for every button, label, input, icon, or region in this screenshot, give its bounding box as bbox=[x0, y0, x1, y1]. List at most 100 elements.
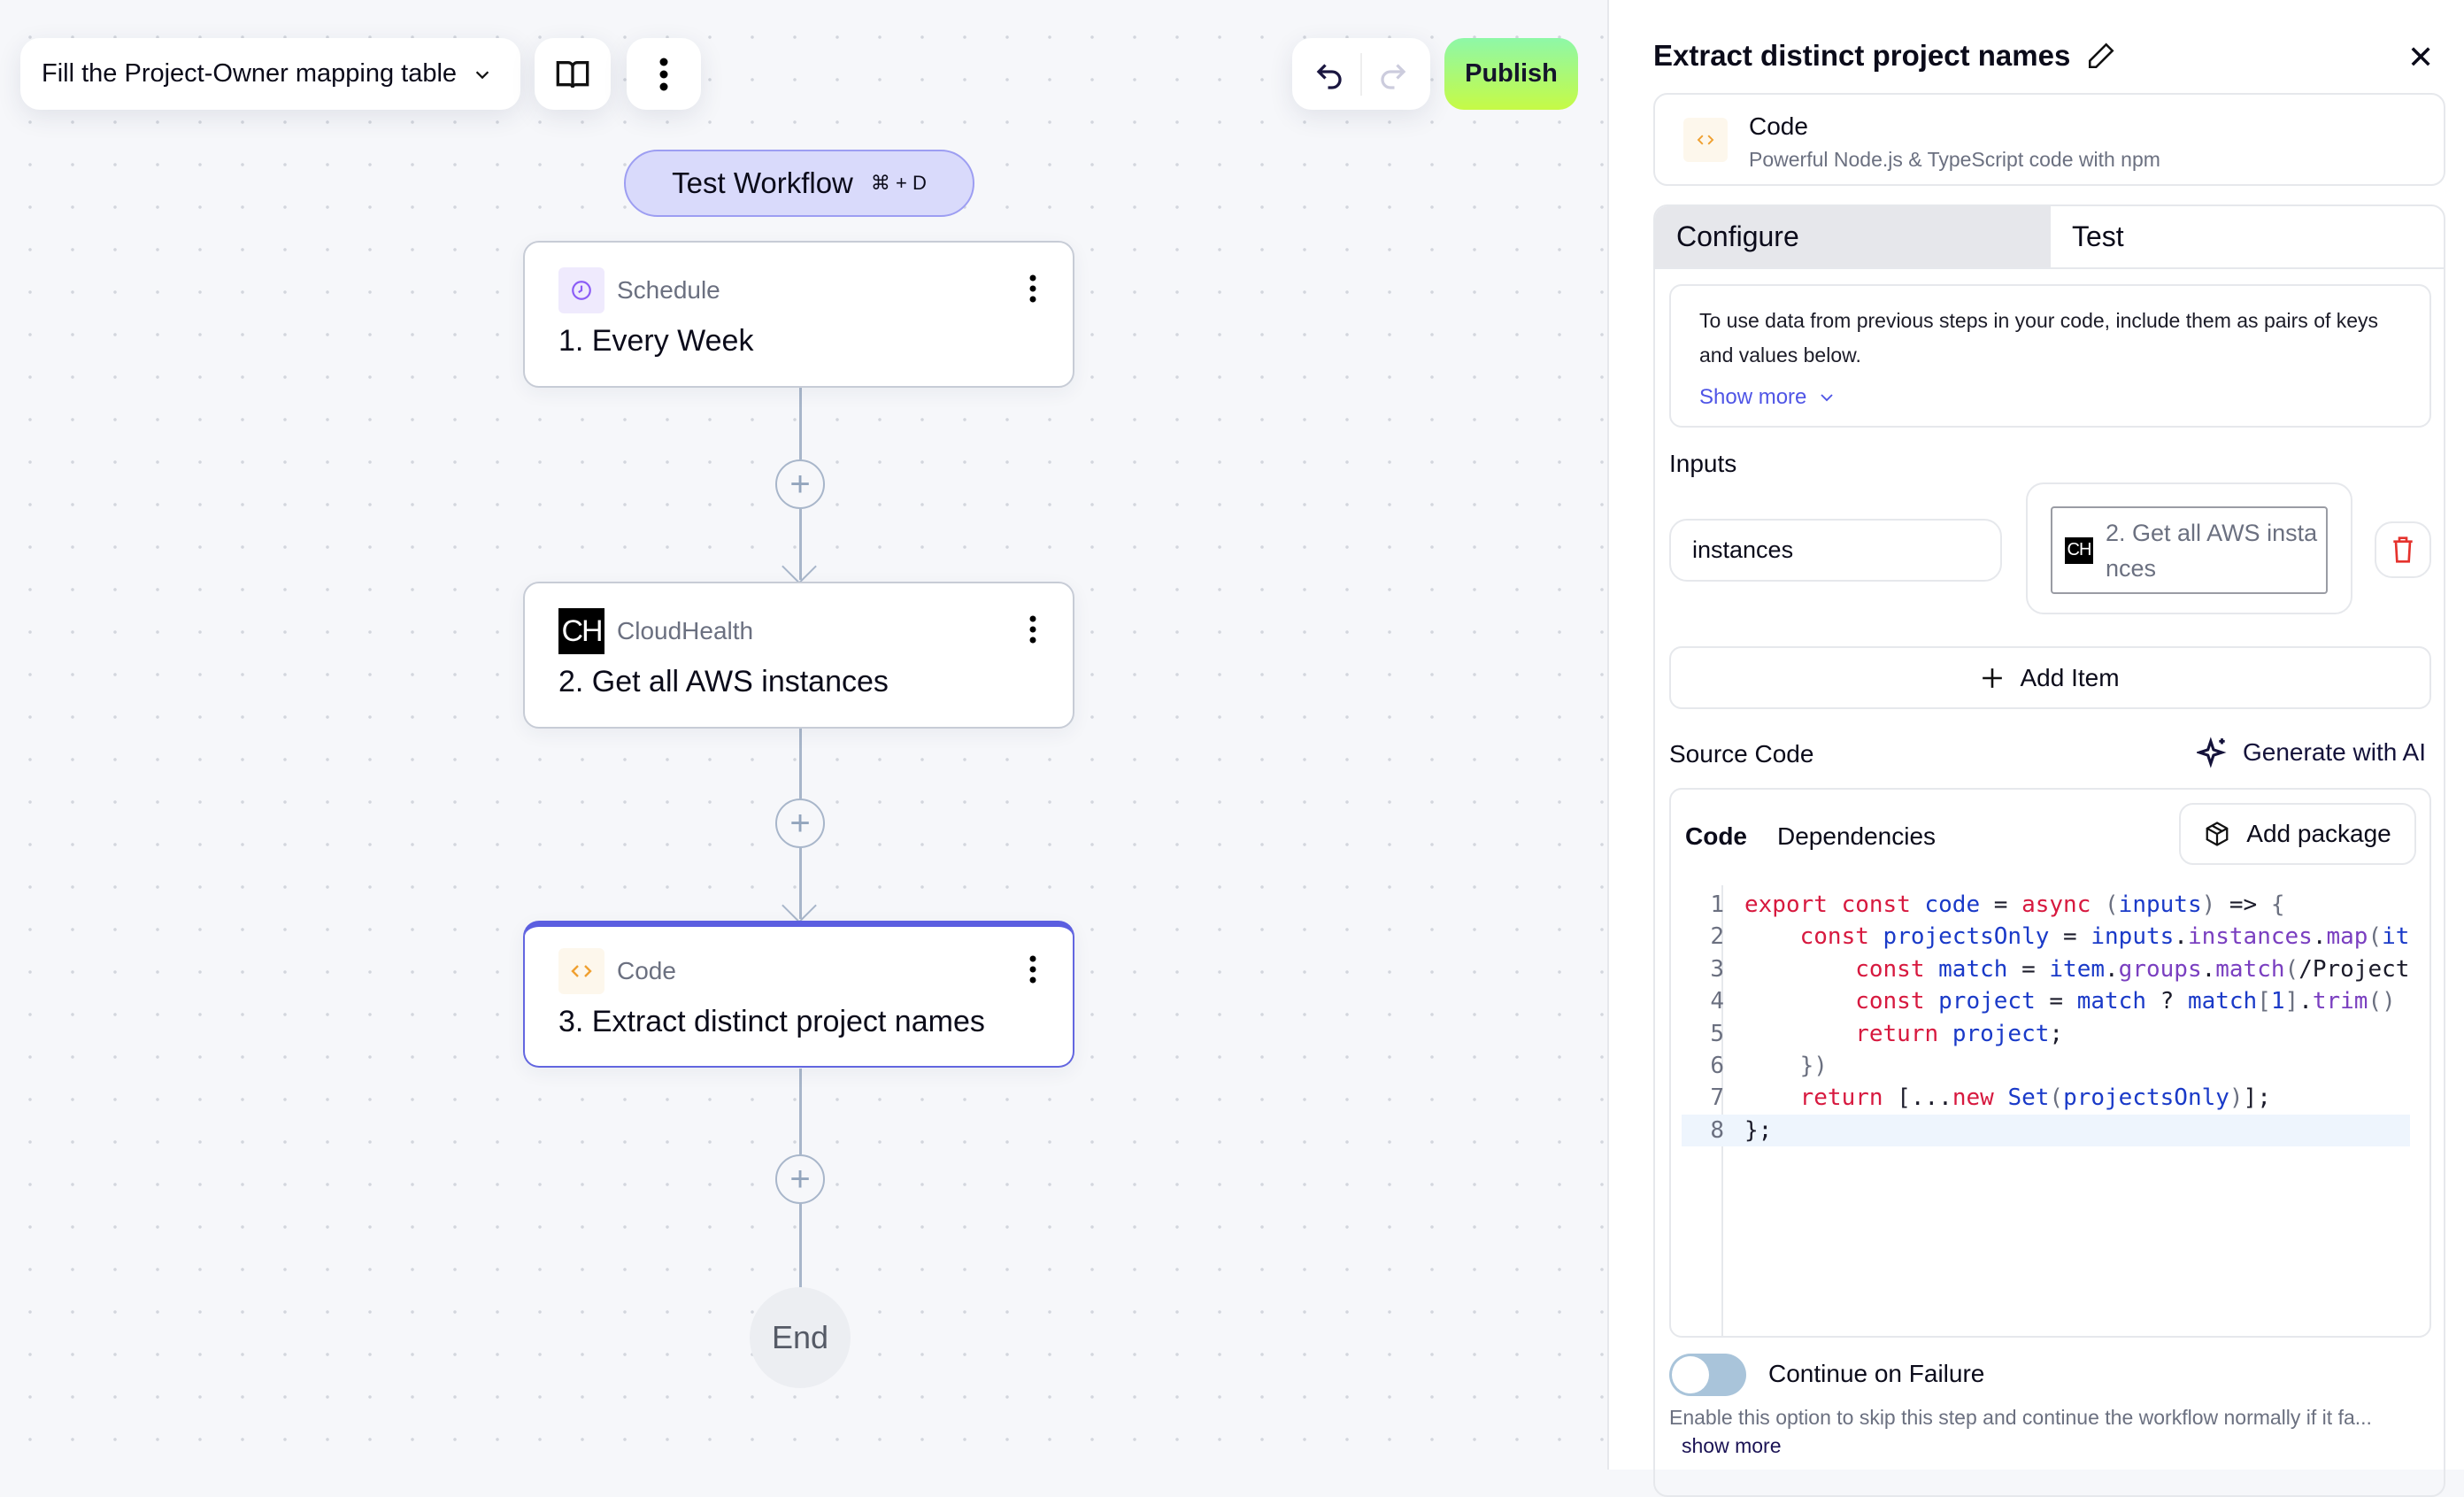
code-token: . bbox=[2312, 923, 2327, 951]
docs-button[interactable] bbox=[535, 38, 611, 110]
redo-button[interactable] bbox=[1362, 58, 1424, 90]
arrow-down-icon bbox=[782, 549, 817, 584]
add-package-label: Add package bbox=[2246, 820, 2391, 847]
chevron-down-icon bbox=[475, 70, 489, 79]
app-name: Code bbox=[1749, 112, 1808, 140]
code-line: 7 return [...new Set(projectsOnly)]; bbox=[1682, 1082, 2410, 1114]
code-text: return project; bbox=[1744, 1018, 2063, 1050]
more-vertical-icon[interactable] bbox=[1028, 955, 1037, 984]
code-token: ( bbox=[2105, 891, 2119, 918]
app-card: Code Powerful Node.js & TypeScript code … bbox=[1653, 93, 2445, 186]
trash-icon bbox=[2393, 536, 2413, 563]
continue-on-failure-description: Enable this option to skip this step and… bbox=[1669, 1406, 2372, 1429]
line-number: 7 bbox=[1710, 1084, 1724, 1112]
step-node-code[interactable]: Code 3. Extract distinct project names bbox=[523, 921, 1074, 1068]
code-token: ; bbox=[2049, 1020, 2064, 1047]
show-more-link[interactable]: show more bbox=[1682, 1434, 1782, 1457]
workflow-canvas[interactable]: Fill the Project-Owner mapping table Pub… bbox=[0, 0, 1607, 1470]
node-title: 3. Extract distinct project names bbox=[558, 1005, 985, 1038]
show-more-label: Show more bbox=[1699, 385, 1807, 409]
test-workflow-button[interactable]: Test Workflow ⌘ + D bbox=[624, 150, 974, 217]
code-token: [... bbox=[1897, 1084, 1952, 1112]
code-token: const bbox=[1744, 923, 1883, 951]
show-more-link[interactable]: Show more bbox=[1699, 380, 2401, 414]
code-text: }; bbox=[1744, 1115, 1772, 1146]
plus-icon bbox=[1983, 667, 2003, 688]
node-app-name: CloudHealth bbox=[617, 617, 754, 644]
code-token: }; bbox=[1744, 1116, 1773, 1144]
code-token: projectsOnly bbox=[1883, 923, 2064, 951]
code-tab[interactable]: Code bbox=[1685, 822, 1747, 850]
code-token: match bbox=[1938, 955, 2022, 983]
workflow-name-dropdown[interactable]: Fill the Project-Owner mapping table bbox=[20, 38, 520, 110]
step-node-schedule[interactable]: Schedule 1. Every Week bbox=[523, 241, 1074, 388]
code-token: ]; bbox=[2243, 1084, 2271, 1112]
line-number: 2 bbox=[1710, 923, 1724, 951]
arrow-down-icon bbox=[782, 888, 817, 923]
code-token: { bbox=[2270, 891, 2285, 918]
code-icon bbox=[1683, 118, 1728, 162]
gutter-divider bbox=[1721, 885, 1723, 1336]
code-token: /Project bbox=[2298, 955, 2410, 983]
code-token: map bbox=[2326, 923, 2368, 951]
code-token: = bbox=[2021, 955, 2050, 983]
step-settings-panel: Extract distinct project names ✕ Code Po… bbox=[1607, 0, 2464, 1497]
more-vertical-icon[interactable] bbox=[1028, 615, 1037, 644]
code-token: const bbox=[1744, 955, 1939, 983]
continue-on-failure-label: Continue on Failure bbox=[1768, 1360, 1985, 1387]
more-vertical-icon[interactable] bbox=[1028, 274, 1037, 303]
code-line: 6 }) bbox=[1682, 1050, 2410, 1082]
code-token: export bbox=[1744, 891, 1842, 918]
generate-with-ai-button[interactable]: Generate with AI bbox=[2197, 735, 2426, 770]
continue-on-failure-toggle[interactable] bbox=[1669, 1354, 1746, 1396]
close-icon[interactable]: ✕ bbox=[2407, 39, 2435, 75]
code-token: ] bbox=[2284, 988, 2299, 1015]
step-node-cloudhealth[interactable]: CH CloudHealth 2. Get all AWS instances bbox=[523, 582, 1074, 729]
cloudhealth-logo: CH bbox=[2065, 536, 2093, 564]
add-step-button[interactable]: + bbox=[775, 799, 825, 848]
dependencies-tab[interactable]: Dependencies bbox=[1777, 822, 1937, 850]
code-token: item bbox=[2382, 923, 2410, 951]
add-step-button[interactable]: + bbox=[775, 459, 825, 509]
input-value-field[interactable]: CH 2. Get all AWS instances bbox=[2051, 506, 2328, 594]
line-number: 4 bbox=[1710, 988, 1724, 1015]
code-token: ( bbox=[2284, 955, 2299, 983]
delete-input-button[interactable] bbox=[2375, 521, 2431, 578]
code-token: item bbox=[2049, 955, 2106, 983]
code-line: 8}; bbox=[1682, 1114, 2410, 1146]
code-token: [ bbox=[2257, 988, 2271, 1015]
add-item-button[interactable]: Add Item bbox=[1669, 646, 2431, 709]
undo-button[interactable] bbox=[1298, 58, 1360, 90]
node-app-name: Code bbox=[617, 957, 676, 984]
code-token: match bbox=[2187, 988, 2258, 1015]
code-token: . bbox=[2201, 955, 2216, 983]
tab-test[interactable]: Test bbox=[2051, 206, 2444, 269]
tab-configure[interactable]: Configure bbox=[1655, 206, 2051, 269]
code-line: 2 const projectsOnly = inputs.instances.… bbox=[1682, 921, 2410, 953]
code-token: ? bbox=[2160, 988, 2188, 1015]
pencil-icon[interactable] bbox=[2086, 41, 2116, 71]
redo-icon bbox=[1381, 63, 1406, 89]
code-token: . bbox=[2174, 923, 2188, 951]
add-step-button[interactable]: + bbox=[775, 1154, 825, 1204]
workflow-name: Fill the Project-Owner mapping table bbox=[42, 59, 458, 88]
line-number: 3 bbox=[1710, 955, 1724, 983]
panel-tabs: Configure Test bbox=[1653, 204, 2445, 1497]
code-token: ) bbox=[2201, 891, 2229, 918]
publish-button[interactable]: Publish bbox=[1444, 38, 1578, 110]
more-vertical-icon bbox=[659, 58, 668, 90]
code-token: () bbox=[2368, 988, 2396, 1015]
undo-redo-group bbox=[1292, 38, 1430, 110]
line-number: 5 bbox=[1710, 1020, 1724, 1047]
code-token: Set bbox=[2007, 1084, 2050, 1112]
connector-line bbox=[799, 509, 802, 580]
keyboard-shortcut: ⌘ + D bbox=[870, 172, 927, 194]
add-package-button[interactable]: Add package bbox=[2179, 803, 2416, 865]
more-options-button[interactable] bbox=[627, 38, 701, 110]
panel-title: Extract distinct project names bbox=[1653, 39, 2071, 72]
input-key-field[interactable]: instances bbox=[1669, 519, 2002, 582]
code-token: match bbox=[2215, 955, 2285, 983]
line-number: 6 bbox=[1710, 1053, 1724, 1079]
code-token: => bbox=[2229, 891, 2271, 918]
